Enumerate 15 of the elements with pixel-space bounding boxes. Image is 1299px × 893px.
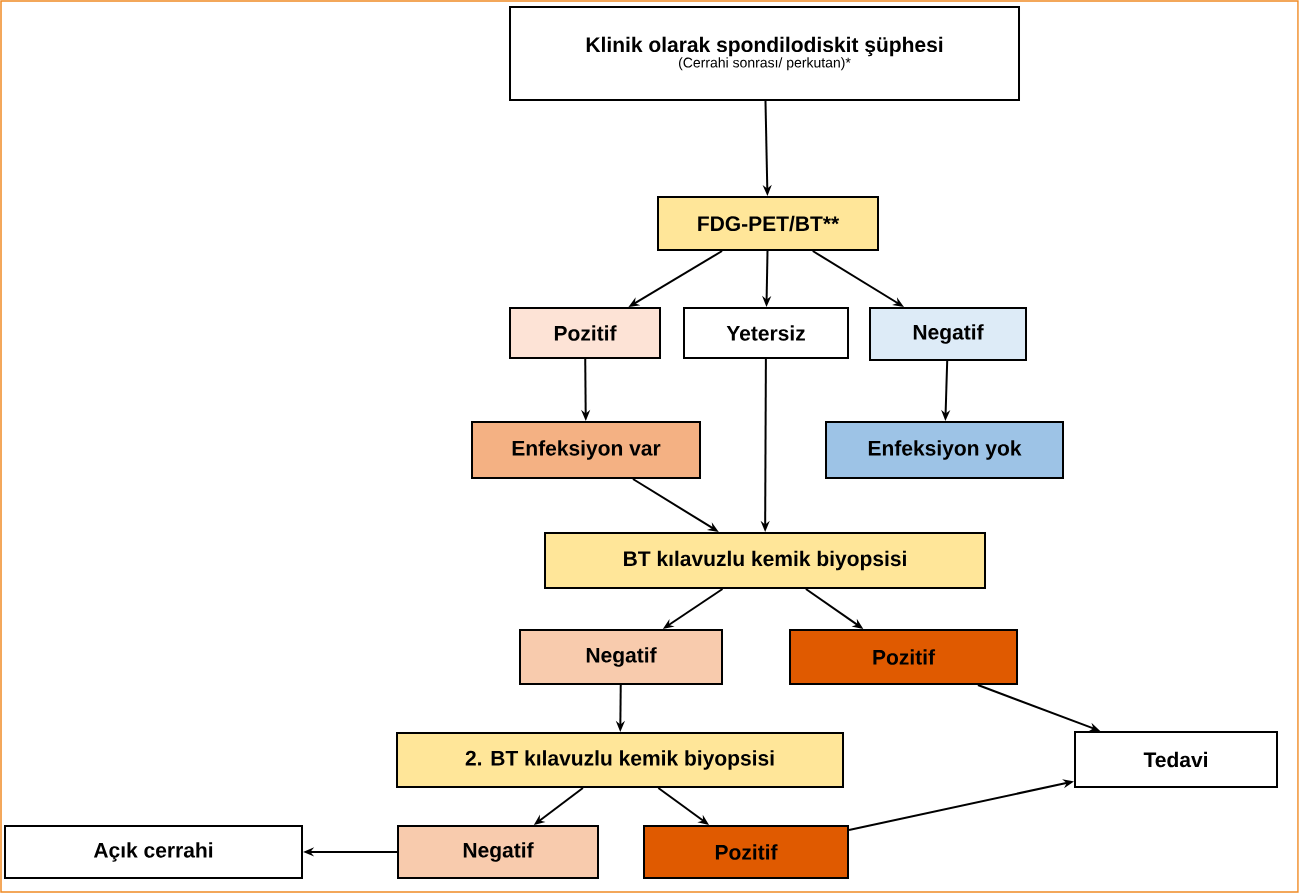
process-box: Enfeksiyon yok <box>825 421 1064 479</box>
process-box: Negatif <box>869 307 1027 361</box>
process-box: Pozitif <box>509 307 661 359</box>
process-box: BT kılavuzlu kemik biyopsisi <box>544 532 986 589</box>
process-box: FDG-PET/BT** <box>657 196 879 251</box>
process-box: Negatif <box>397 825 599 879</box>
process-box: Pozitif <box>643 825 849 879</box>
process-box: Negatif <box>519 629 723 685</box>
process-box: Enfeksiyon var <box>471 421 701 479</box>
process-box: 2. BT kılavuzlu kemik biyopsisi <box>396 732 844 788</box>
process-box: Klinik olarak spondilodiskit şüphesi (Cerrahi sonrası/ perkutan)* <box>509 6 1020 101</box>
process-box: Yetersiz <box>683 307 849 359</box>
process-box: Açık cerrahi <box>4 825 303 879</box>
process-box: Tedavi <box>1074 731 1278 788</box>
process-box: Pozitif <box>789 629 1018 685</box>
